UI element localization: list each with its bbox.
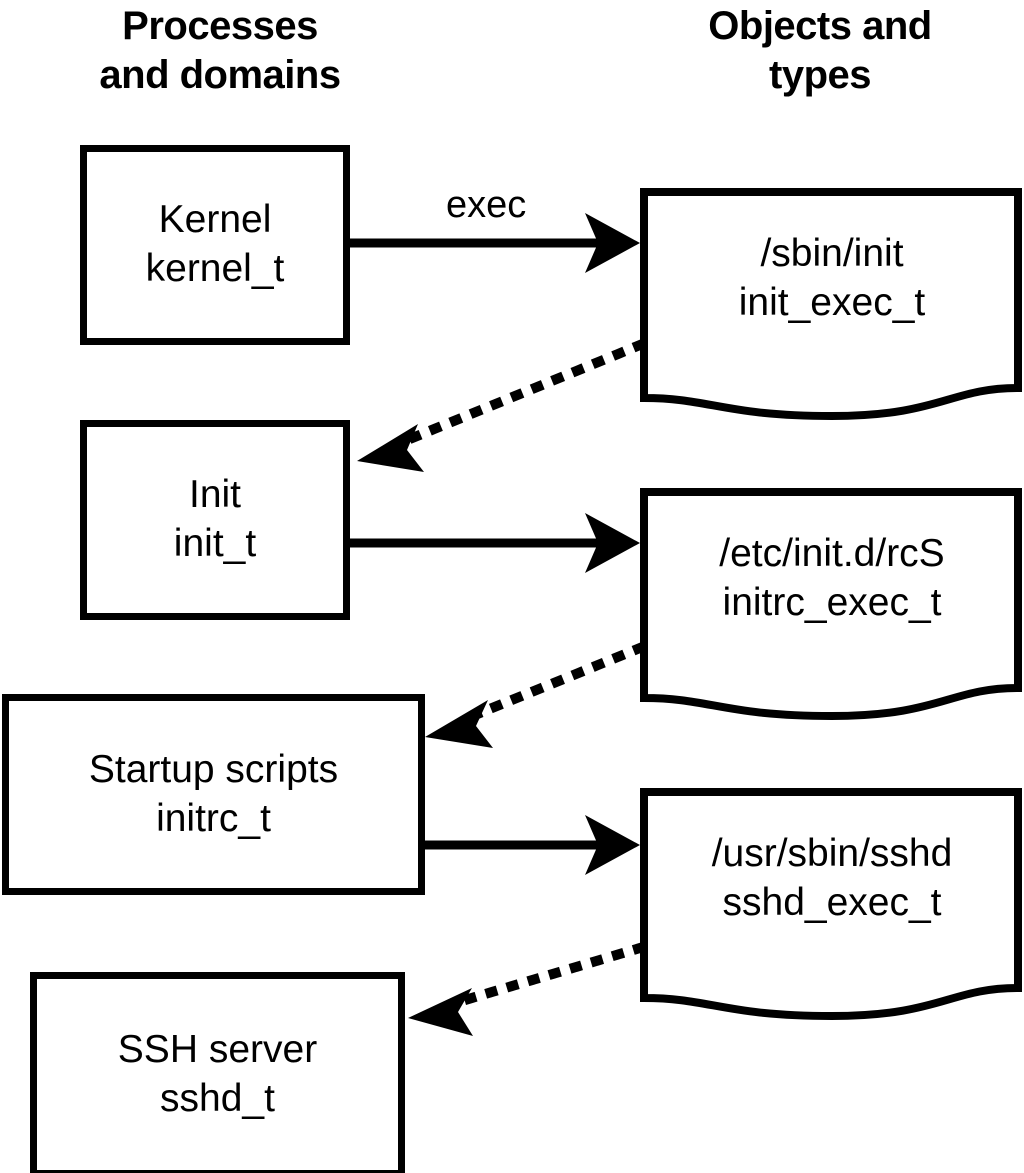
object-doc-initrc-exec[interactable]: /etc/init.d/rcS initrc_exec_t: [640, 488, 1024, 730]
process-label-name: Startup scripts: [88, 747, 339, 791]
process-box-startup-scripts[interactable]: Startup scripts initrc_t: [2, 694, 425, 895]
process-label-type: sshd_t: [160, 1076, 275, 1120]
process-box-init[interactable]: Init init_t: [80, 420, 350, 620]
object-doc-init-exec[interactable]: /sbin/init init_exec_t: [640, 188, 1024, 430]
process-box-kernel[interactable]: Kernel kernel_t: [80, 145, 350, 345]
object-doc-sshd-exec[interactable]: /usr/sbin/sshd sshd_exec_t: [640, 788, 1024, 1030]
edge-sshd-exec-to-sshd: [408, 941, 647, 1036]
process-box-ssh-server[interactable]: SSH server sshd_t: [30, 972, 405, 1173]
process-label-name: SSH server: [117, 1027, 318, 1071]
edge-initrc-exec-to-initrc: [425, 641, 647, 748]
column-header-processes: Processes and domains: [99, 4, 341, 97]
edge-init-exec-to-init: [357, 338, 647, 472]
process-label-name: Kernel: [158, 198, 272, 242]
process-label-type: kernel_t: [145, 247, 285, 290]
column-header-objects: Objects and types: [708, 4, 932, 97]
edge-init-to-initrc-exec: [350, 513, 640, 573]
edge-kernel-to-init-exec: [350, 213, 640, 273]
process-label-type: init_t: [173, 522, 257, 565]
edge-label-exec: exec: [446, 184, 527, 226]
edge-initrc-to-sshd-exec: [425, 815, 640, 875]
process-label-name: Init: [188, 473, 242, 517]
process-label-type: initrc_t: [156, 796, 271, 840]
